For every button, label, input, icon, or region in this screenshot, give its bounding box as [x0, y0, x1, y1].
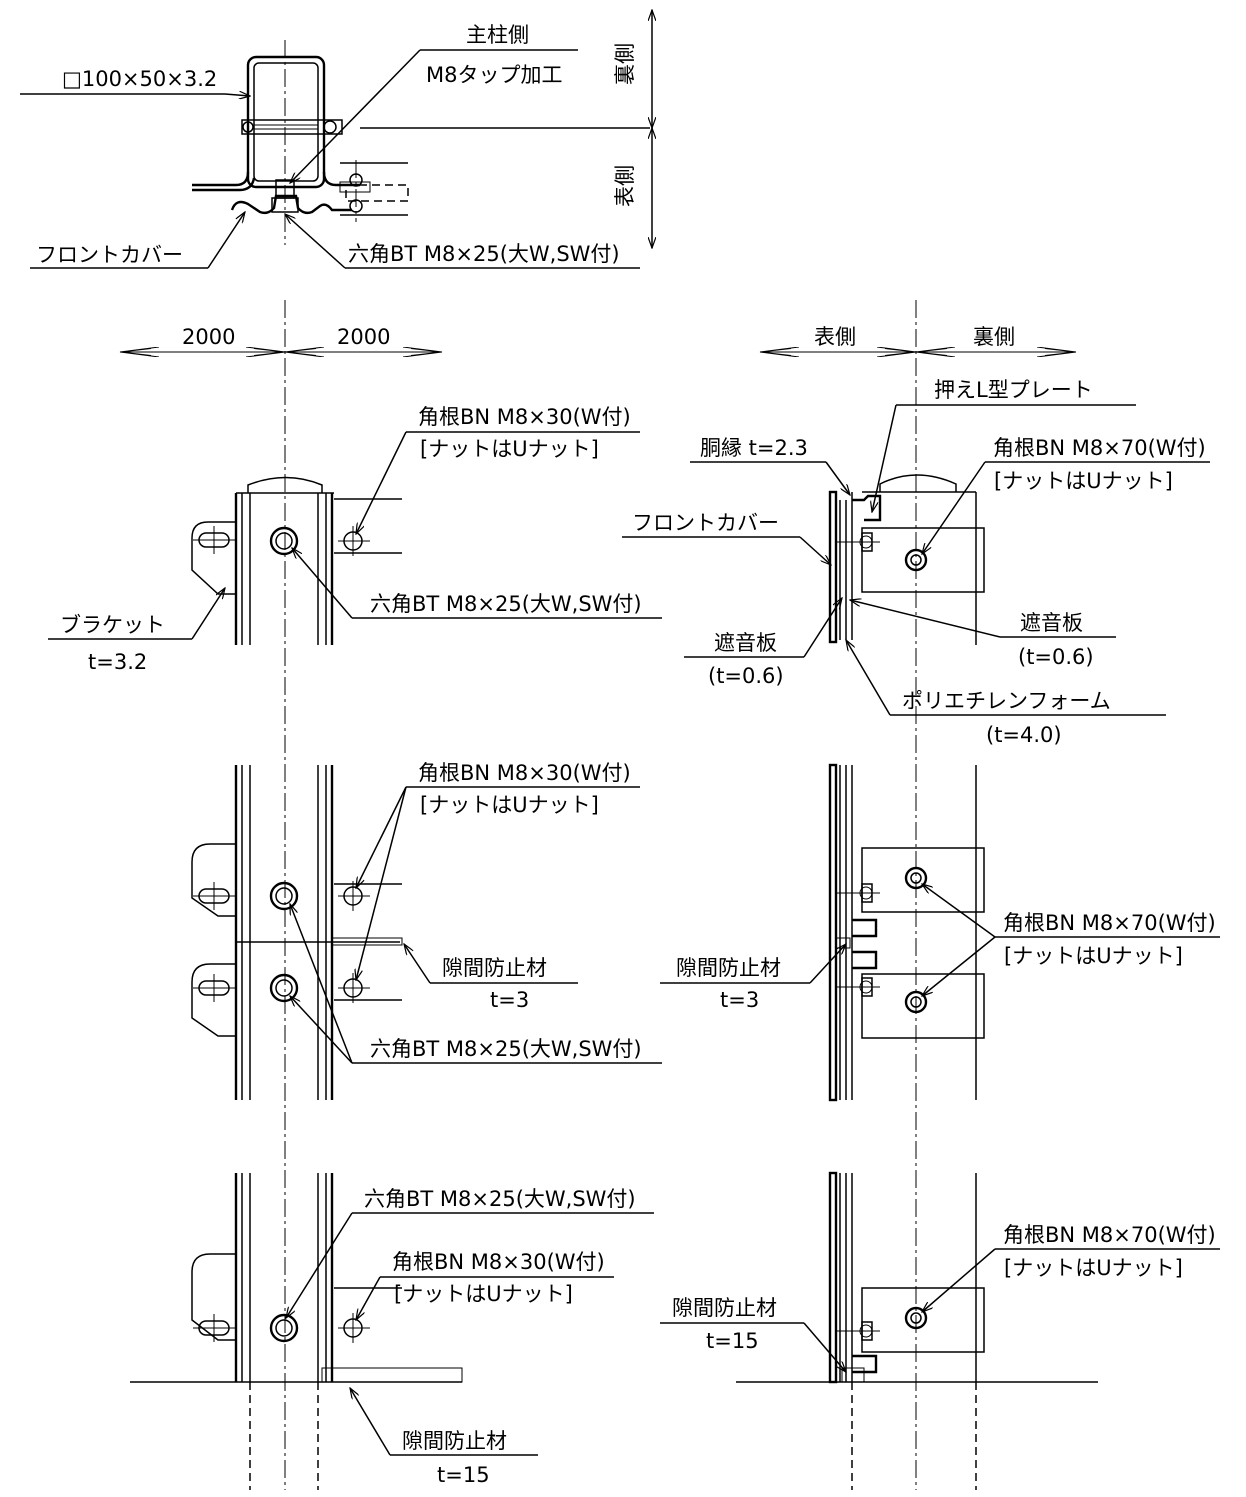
flange-channel-a — [861, 527, 985, 593]
hex-bolt-a — [269, 526, 299, 556]
label-bracket-thickness: t=3.2 — [88, 650, 147, 674]
dim-left-value: 2000 — [182, 325, 235, 349]
label-main-post-side: 主柱側 — [466, 23, 529, 47]
hex-bolt-c — [269, 1313, 299, 1343]
label-carriage-bolt-70-b: 角根BN M8×70(W付) — [1003, 911, 1216, 935]
label-gap-filler-t3-right: t=3 — [720, 988, 759, 1012]
label-u-nut-right-b: [ナットはUナット] — [1004, 944, 1183, 968]
carriage-bolt-70-c — [904, 1306, 928, 1330]
front-cover-panel-b — [828, 763, 838, 1102]
flange-channel-c — [861, 1287, 985, 1353]
label-u-nut-c: [ナットはUナット] — [394, 1282, 573, 1306]
bracket-flange-left — [192, 171, 250, 187]
gap-filler-t15-left — [321, 1367, 463, 1383]
label-u-nut-b: [ナットはUナット] — [420, 793, 599, 817]
label-back-side-right: 裏側 — [973, 325, 1015, 349]
label-back-side-top: 裏側 — [613, 43, 637, 85]
label-carriage-bolt-30-b: 角根BN M8×30(W付) — [418, 761, 631, 785]
label-hex-bolt-a: 六角BT M8×25(大W,SW付) — [370, 592, 642, 616]
label-gap-filler-c-right: 隙間防止材 — [672, 1296, 777, 1320]
hex-bolt-b-lower — [269, 973, 299, 1003]
post-section-a — [234, 493, 334, 645]
label-hex-bolt-c: 六角BT M8×25(大W,SW付) — [364, 1187, 636, 1211]
square-tube-outer — [246, 55, 326, 189]
label-front-cover-top: フロントカバー — [36, 243, 183, 267]
label-carriage-bolt-30-c: 角根BN M8×30(W付) — [392, 1250, 605, 1274]
label-pe-foam-t: (t=4.0) — [986, 723, 1062, 747]
label-u-nut-right-c: [ナットはUナット] — [1004, 1256, 1183, 1280]
carriage-bolt-70-b-upper — [904, 866, 928, 890]
label-flange: 胴縁 t=2.3 — [700, 436, 808, 460]
label-gap-filler-b-left: 隙間防止材 — [442, 956, 547, 980]
l-plate-b — [852, 918, 878, 970]
label-u-nut-a: [ナットはUナット] — [420, 437, 599, 461]
post-cap — [247, 476, 323, 493]
label-bracket: ブラケット — [60, 613, 165, 637]
gap-filler-t15-right — [841, 1367, 865, 1383]
label-m8-tap: M8タップ加工 — [426, 63, 562, 87]
carriage-bolt-70-a — [904, 548, 928, 572]
post-section-c — [234, 1173, 334, 1490]
square-tube-inner — [253, 62, 319, 182]
bracket-b-upper — [191, 843, 236, 917]
hex-bolt-b-upper — [269, 881, 299, 911]
post-section-b — [234, 765, 334, 1100]
label-sound-plate-t-left: (t=0.6) — [708, 664, 784, 688]
label-gap-filler-c-left: 隙間防止材 — [402, 1429, 507, 1453]
bracket-a — [191, 521, 236, 595]
label-sound-plate-t-right: (t=0.6) — [1018, 645, 1094, 669]
label-sound-plate-right: 遮音板 — [1020, 611, 1083, 635]
label-square-tube: □100×50×3.2 — [62, 67, 217, 91]
bracket-b-lower — [191, 963, 236, 1037]
label-carriage-bolt-70-c: 角根BN M8×70(W付) — [1003, 1223, 1216, 1247]
label-u-nut-right-a: [ナットはUナット] — [994, 469, 1173, 493]
label-gap-filler-b-right: 隙間防止材 — [676, 956, 781, 980]
label-l-plate: 押えL型プレート — [934, 378, 1093, 402]
front-cover-panel-c — [828, 1171, 838, 1384]
right-section-view: 表側 裏側 押えL型プレート 胴縁 t=2.3 角根BN M8×70(W付) [… — [622, 300, 1220, 1490]
front-cover-profile — [230, 194, 352, 215]
label-front-side-top: 表側 — [613, 165, 637, 207]
label-gap-filler-t15-left: t=15 — [437, 1463, 490, 1487]
label-sound-plate-left: 遮音板 — [714, 631, 777, 655]
bracket-c — [191, 1253, 236, 1341]
label-hex-bolt-top: 六角BT M8×25(大W,SW付) — [348, 242, 620, 266]
label-hex-bolt-b: 六角BT M8×25(大W,SW付) — [370, 1037, 642, 1061]
front-cover-panel-a — [828, 490, 838, 644]
label-front-cover-right: フロントカバー — [632, 511, 779, 535]
label-front-side-right: 表側 — [814, 325, 856, 349]
top-plan-view: □100×50×3.2 主柱側 M8タップ加工 フロントカバー 六角BT M8×… — [20, 10, 652, 269]
flange-channel-b-upper — [861, 847, 985, 913]
carriage-bolt-70-b-lower — [904, 990, 928, 1014]
left-elevation: 2000 2000 角根BN M8×30(W付) [ナッ — [48, 300, 662, 1490]
label-carriage-bolt-70-a: 角根BN M8×70(W付) — [993, 436, 1206, 460]
label-gap-filler-t15-right: t=15 — [706, 1329, 759, 1353]
post-cap-right — [879, 474, 957, 492]
label-carriage-bolt-30-a: 角根BN M8×30(W付) — [418, 405, 631, 429]
l-plate-a — [852, 494, 882, 522]
flange-channel-b-lower — [861, 973, 985, 1039]
label-pe-foam: ポリエチレンフォーム — [902, 689, 1111, 713]
label-gap-filler-t3-left: t=3 — [490, 988, 529, 1012]
through-bolt — [241, 119, 343, 135]
dim-right-value: 2000 — [337, 325, 390, 349]
